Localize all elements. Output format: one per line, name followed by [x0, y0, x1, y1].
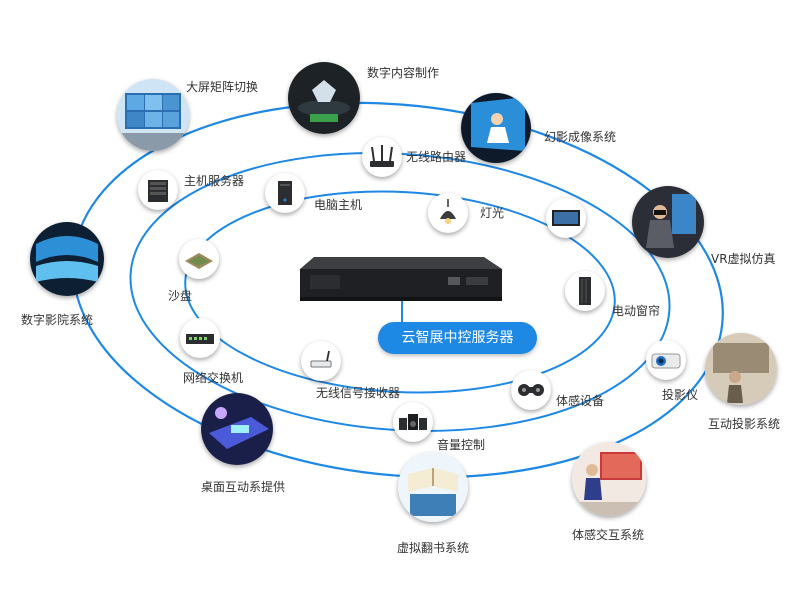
digital-cinema-label: 数字影院系统	[21, 313, 94, 327]
desktop-interaction-icon[interactable]	[201, 393, 273, 465]
host-server-icon[interactable]	[138, 170, 178, 210]
virtual-book-icon[interactable]	[398, 452, 468, 522]
display-monitor-icon[interactable]	[546, 198, 586, 238]
desktop-interaction-label: 桌面互动系提供	[201, 480, 286, 494]
motion-sensor-label: 体感设备	[556, 394, 605, 408]
lamp-label: 灯光	[480, 206, 505, 220]
host-server-label: 主机服务器	[184, 174, 245, 188]
network-switch-label: 网络交换机	[183, 371, 244, 385]
phantom-imaging-label: 幻影成像系统	[544, 130, 617, 144]
central-server-device	[298, 255, 502, 303]
phantom-imaging-icon[interactable]	[461, 93, 531, 163]
wireless-router-icon[interactable]	[362, 137, 402, 177]
digital-content-icon[interactable]	[288, 62, 360, 134]
motion-sensor-icon[interactable]	[511, 370, 551, 410]
digital-content-label: 数字内容制作	[367, 66, 440, 80]
vr-icon[interactable]	[632, 186, 704, 258]
inner-orbit	[184, 190, 616, 394]
virtual-book-label: 虚拟翻书系统	[397, 541, 470, 555]
vr-label: VR虚拟仿真	[711, 252, 776, 266]
motion-interaction-icon[interactable]	[572, 442, 646, 516]
interactive-projection-label: 互动投影系统	[708, 417, 781, 431]
central-server-label[interactable]: 云智展中控服务器	[378, 322, 537, 354]
video-wall-icon[interactable]	[117, 79, 189, 151]
wireless-router-label: 无线路由器	[406, 150, 467, 164]
interactive-projection-icon[interactable]	[705, 333, 777, 405]
sand-table-label: 沙盘	[168, 289, 193, 303]
wireless-receiver-label: 无线信号接收器	[316, 386, 401, 400]
motion-interaction-label: 体感交互系统	[572, 528, 645, 542]
projector-label: 投影仪	[662, 388, 699, 402]
audio-speaker-label: 音量控制	[437, 438, 486, 452]
projector-icon[interactable]	[646, 340, 686, 380]
digital-cinema-icon[interactable]	[30, 222, 104, 296]
pc-tower-icon[interactable]	[265, 173, 305, 213]
sand-table-icon[interactable]	[179, 239, 219, 279]
motorized-curtain-icon[interactable]	[565, 271, 605, 311]
wireless-receiver-icon[interactable]	[301, 341, 341, 381]
motorized-curtain-label: 电动窗帘	[612, 304, 661, 318]
network-switch-icon[interactable]	[180, 318, 220, 358]
audio-speaker-icon[interactable]	[393, 402, 433, 442]
lamp-icon[interactable]	[428, 193, 468, 233]
middle-orbit	[129, 152, 671, 432]
video-wall-label: 大屏矩阵切换	[186, 80, 259, 94]
pc-tower-label: 电脑主机	[314, 198, 363, 212]
